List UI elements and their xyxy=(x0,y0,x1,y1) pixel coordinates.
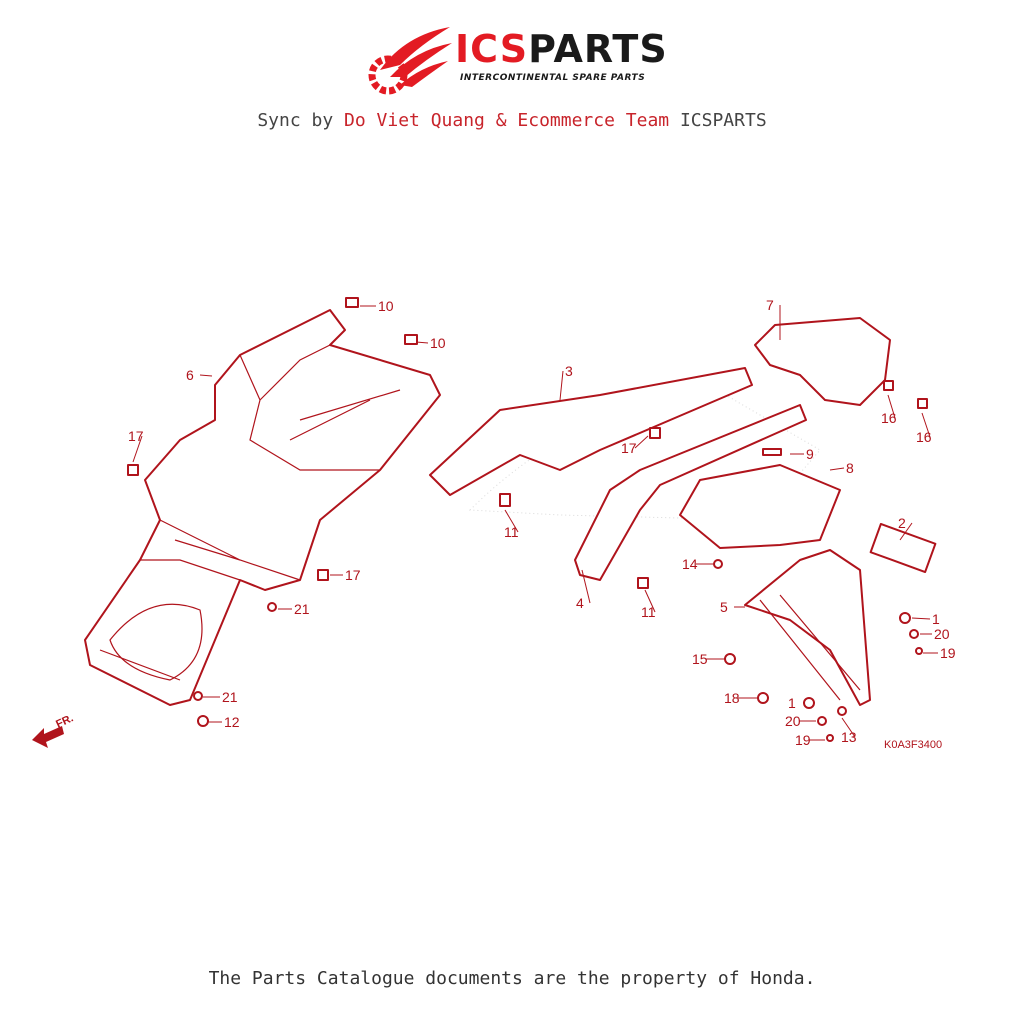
callout-16: 16 xyxy=(916,429,932,445)
callout-9: 9 xyxy=(806,446,814,462)
leader-line xyxy=(829,467,845,471)
part-guard xyxy=(679,464,841,549)
callout-7: 7 xyxy=(766,297,774,313)
callout-17: 17 xyxy=(128,428,144,444)
leader-line xyxy=(921,412,931,438)
leader-line xyxy=(581,569,591,604)
callout-21: 21 xyxy=(294,601,310,617)
wing-gear-icon xyxy=(368,27,452,95)
part-frames xyxy=(429,367,807,589)
callout-21: 21 xyxy=(222,689,238,705)
brand-tagline: INTERCONTINENTAL SPARE PARTS xyxy=(460,73,646,83)
callout-12: 12 xyxy=(224,714,240,730)
front-direction-label: FR. xyxy=(54,712,75,730)
leader-line xyxy=(841,717,856,738)
callout-11: 11 xyxy=(504,524,519,540)
part-rear-fender xyxy=(84,297,441,727)
figure-code: K0A3F3400 xyxy=(884,739,942,751)
callout-6: 6 xyxy=(186,367,194,383)
part-reflector xyxy=(869,522,937,574)
brand-name: ICSPARTS xyxy=(455,27,668,71)
front-direction-arrow-icon xyxy=(32,726,64,748)
callout-18: 18 xyxy=(724,690,740,706)
callout-11: 11 xyxy=(641,604,656,620)
callout-1: 1 xyxy=(788,695,796,711)
callout-1: 1 xyxy=(932,611,940,627)
callout-20: 20 xyxy=(934,626,950,642)
callout-4: 4 xyxy=(576,595,584,611)
callout-16: 16 xyxy=(881,410,897,426)
icsparts-logo: ICSPARTS INTERCONTINENTAL SPARE PARTS xyxy=(360,25,670,95)
callout-10: 10 xyxy=(430,335,446,351)
part-cover xyxy=(754,317,891,406)
callout-8: 8 xyxy=(846,460,854,476)
callout-15: 15 xyxy=(692,651,708,667)
leader-line xyxy=(634,435,649,449)
sync-credit: Sync by Do Viet Quang & Ecommerce Team I… xyxy=(257,110,767,131)
callout-17: 17 xyxy=(345,567,361,583)
callout-2: 2 xyxy=(898,515,906,531)
leader-line xyxy=(504,509,519,533)
callout-20: 20 xyxy=(785,713,801,729)
footer-disclaimer: The Parts Catalogue documents are the pr… xyxy=(208,968,816,989)
leader-line xyxy=(899,522,913,541)
leader-line xyxy=(199,374,213,377)
leader-line xyxy=(559,370,564,401)
callout-10: 10 xyxy=(378,298,394,314)
leader-line xyxy=(644,589,656,613)
callout-19: 19 xyxy=(795,732,811,748)
callout-13: 13 xyxy=(841,729,857,745)
leader-line xyxy=(132,435,143,463)
callout-14: 14 xyxy=(682,556,698,572)
callout-3: 3 xyxy=(565,363,573,379)
leader-line xyxy=(911,617,931,620)
callout-5: 5 xyxy=(720,599,728,615)
callout-19: 19 xyxy=(940,645,956,661)
leader-line xyxy=(887,394,896,419)
leader-line xyxy=(415,341,429,344)
callout-17: 17 xyxy=(621,440,637,456)
